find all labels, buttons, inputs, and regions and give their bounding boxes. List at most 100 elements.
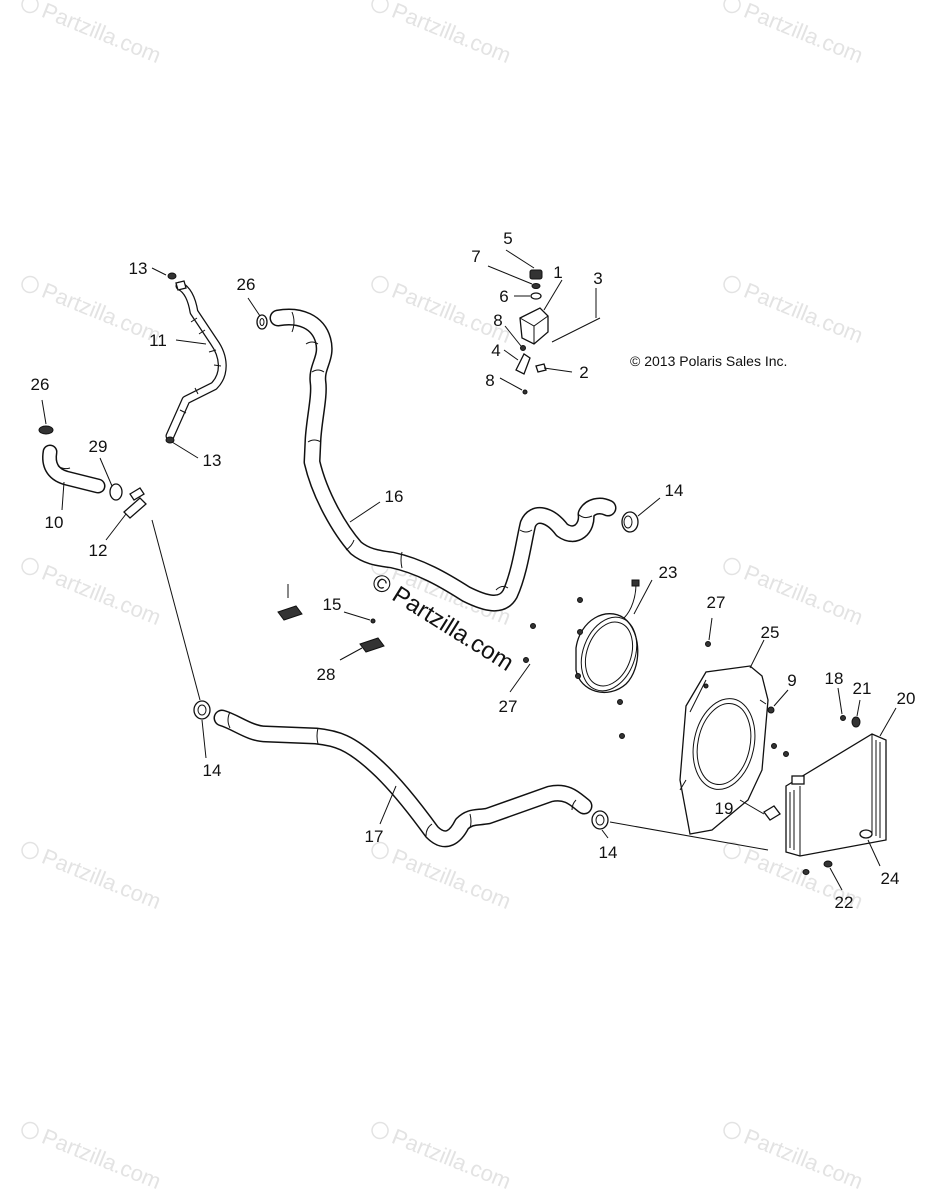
watermark-copyright-icon xyxy=(723,841,741,860)
callout-28: 28 xyxy=(317,665,336,684)
part-19-sensor xyxy=(763,805,781,821)
callout-14b: 14 xyxy=(203,761,222,780)
part-13-clamp-top xyxy=(167,272,177,280)
watermark-copyright-icon xyxy=(371,275,389,294)
part-23-fan xyxy=(575,579,640,694)
watermark: Partzilla.com xyxy=(723,1121,867,1194)
watermark-copyright-icon xyxy=(723,275,741,294)
part-16-hose xyxy=(269,308,617,612)
watermark: Partzilla.com xyxy=(371,841,515,914)
watermark-text: Partzilla.com xyxy=(39,844,165,914)
callout-26b: 26 xyxy=(31,375,50,394)
watermark-text: Partzilla.com xyxy=(389,1124,515,1194)
watermark-copyright-icon xyxy=(21,1121,39,1140)
watermark: Partzilla.com xyxy=(21,0,165,68)
callout-9: 9 xyxy=(787,671,796,690)
callout-27a: 27 xyxy=(707,593,726,612)
part-15-screw xyxy=(370,618,376,624)
part-10-hose xyxy=(42,444,106,494)
part-14-clamp-c xyxy=(591,810,609,830)
callout-17: 17 xyxy=(365,827,384,846)
callout-20: 20 xyxy=(897,689,916,708)
callout-4: 4 xyxy=(491,341,500,360)
watermark-text: Partzilla.com xyxy=(39,278,165,348)
callout-2: 2 xyxy=(579,363,588,382)
part-14-clamp-b xyxy=(193,700,211,720)
watermark-text: Partzilla.com xyxy=(39,560,165,630)
part-20-radiator xyxy=(785,733,887,857)
part-11-hose xyxy=(165,280,227,441)
callout-25: 25 xyxy=(761,623,780,642)
callout-27b: 27 xyxy=(499,697,518,716)
part-18-screw xyxy=(840,715,846,721)
callout-14c: 14 xyxy=(599,843,618,862)
fan-screws xyxy=(523,597,625,739)
callout-8a: 8 xyxy=(493,311,502,330)
callout-6: 6 xyxy=(499,287,508,306)
watermark: Partzilla.com xyxy=(21,841,165,914)
watermark-text: Partzilla.com xyxy=(741,278,867,348)
watermark-copyright-icon xyxy=(21,275,39,294)
watermark-copyright-icon xyxy=(21,557,39,576)
callout-12: 12 xyxy=(89,541,108,560)
part-4-bracket xyxy=(515,353,531,375)
part-6-gasket xyxy=(530,292,542,300)
watermark-text: Partzilla.com xyxy=(39,0,165,68)
part-26-grommet-top xyxy=(256,314,268,330)
part-22-screw xyxy=(802,860,833,875)
callout-22: 22 xyxy=(835,893,854,912)
callout-23: 23 xyxy=(659,563,678,582)
part-17-hose xyxy=(213,709,593,848)
part-13-clamp-bottom xyxy=(165,436,175,444)
callout-5: 5 xyxy=(503,229,512,248)
part-21-grommet xyxy=(851,716,861,728)
watermark: Partzilla.com xyxy=(371,275,515,348)
part-2-fitting xyxy=(535,363,547,373)
part-5-cap xyxy=(529,269,543,280)
watermark-copyright-icon xyxy=(723,1121,741,1140)
callout-15: 15 xyxy=(323,595,342,614)
callout-13a: 13 xyxy=(129,259,148,278)
watermark-copyright-icon xyxy=(723,0,741,14)
callout-10: 10 xyxy=(45,513,64,532)
callout-24: 24 xyxy=(881,869,900,888)
watermark-text: Partzilla.com xyxy=(389,0,515,68)
watermark-copyright-icon xyxy=(21,841,39,860)
watermark-text: Partzilla.com xyxy=(741,0,867,68)
part-26-grommet-left xyxy=(38,425,54,435)
watermark-copyright-icon xyxy=(371,1121,389,1140)
callout-8b: 8 xyxy=(485,371,494,390)
watermark-text: Partzilla.com xyxy=(39,1124,165,1194)
callout-21: 21 xyxy=(853,679,872,698)
callout-19: 19 xyxy=(715,799,734,818)
part-24-grommet xyxy=(859,829,873,839)
watermark-text: Partzilla.com xyxy=(741,1124,867,1194)
part-7-seal xyxy=(531,283,541,289)
watermark: Partzilla.com xyxy=(723,557,867,630)
part-8-screws xyxy=(520,345,528,395)
watermark: Partzilla.com xyxy=(723,0,867,68)
part-1-coolant-bottle xyxy=(519,307,549,345)
watermark-text: Partzilla.com xyxy=(741,560,867,630)
callout-14a: 14 xyxy=(665,481,684,500)
watermark-copyright-icon xyxy=(21,0,39,14)
callout-3: 3 xyxy=(593,269,602,288)
part-9-screw xyxy=(767,706,775,714)
watermark-copyright-icon xyxy=(723,557,741,576)
callout-16: 16 xyxy=(385,487,404,506)
callout-13b: 13 xyxy=(203,451,222,470)
callout-1: 1 xyxy=(553,263,562,282)
watermark-copyright-icon xyxy=(371,841,389,860)
part-25-shroud xyxy=(679,665,769,835)
part-29-clamp xyxy=(109,483,123,501)
watermark: Partzilla.com xyxy=(21,557,165,630)
watermark: Partzilla.com xyxy=(371,1121,515,1194)
part-14-clamp-a xyxy=(621,511,639,533)
leader-lines xyxy=(41,249,897,891)
callout-18: 18 xyxy=(825,669,844,688)
part-3-tube xyxy=(551,317,601,343)
callout-7: 7 xyxy=(471,247,480,266)
callout-26a: 26 xyxy=(237,275,256,294)
watermark: Partzilla.com xyxy=(21,275,165,348)
